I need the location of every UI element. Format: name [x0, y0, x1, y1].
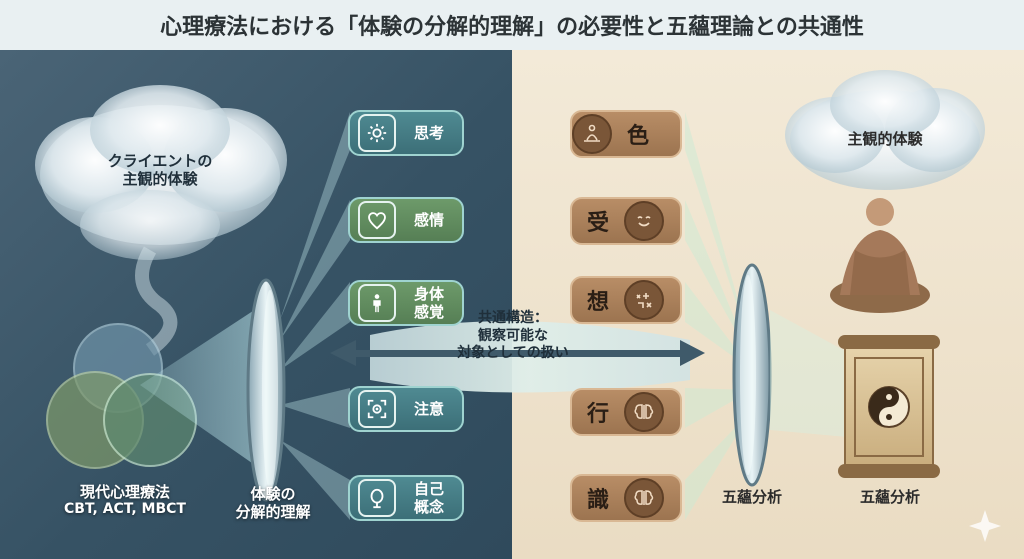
page-title: 心理療法における「体験の分解的理解」の必要性と五蘊理論との共通性	[160, 15, 864, 40]
component-box-emotion: 感情	[348, 197, 464, 243]
decomposition-lens-label: 体験の 分解的理解	[218, 485, 328, 521]
self-concept-label-line1: 自己	[413, 480, 444, 498]
form-char: 色	[626, 124, 649, 149]
subjective-experience-label: 主観的体験	[847, 130, 923, 148]
meditating-monk-figure	[830, 198, 930, 313]
meditation-icon	[572, 114, 612, 154]
focus-icon	[358, 390, 396, 428]
person-icon	[358, 284, 396, 322]
component-box-body-sensation: 身体 感覚	[348, 280, 464, 326]
scroll-label: 五蘊分析	[859, 488, 920, 506]
diagram-canvas	[35, 70, 1001, 542]
perception-char: 想	[586, 290, 609, 315]
gear-icon	[358, 114, 396, 152]
heart-icon	[358, 201, 396, 239]
component-box-attention: 注意	[348, 386, 464, 432]
aggregate-box-feeling: 受	[570, 197, 682, 245]
cloud-label-line2: 主観的体験	[122, 170, 198, 188]
aggregate-box-consciousness: 識	[570, 474, 682, 522]
feeling-char: 受	[586, 211, 609, 236]
common-structure-line3: 対象としての扱い	[457, 345, 569, 361]
emotion-label: 感情	[413, 211, 444, 229]
client-experience-cloud	[35, 85, 287, 356]
consciousness-char: 識	[586, 488, 609, 513]
venn-label-line1: 現代心理療法	[79, 483, 170, 501]
title-bar: 心理療法における「体験の分解的理解」の必要性と五蘊理論との共通性	[0, 0, 1024, 51]
lens-label-line1: 体験の	[250, 485, 296, 503]
common-structure-line1: 共通構造：	[478, 310, 548, 326]
venn-label-line2: CBT, ACT, MBCT	[64, 501, 186, 517]
light-beams-left	[280, 112, 350, 520]
mirror-icon	[358, 479, 396, 517]
client-experience-label: クライエントの 主観的体験	[90, 152, 230, 188]
attention-label: 注意	[413, 400, 444, 418]
venn-diagram	[46, 323, 197, 469]
symbols-icon	[624, 280, 664, 320]
common-structure-line2: 観察可能な	[478, 327, 548, 344]
right-lens	[732, 263, 772, 487]
right-lens-label: 五蘊分析	[721, 488, 782, 506]
bidirectional-arrow	[330, 340, 705, 366]
body-sensation-label-line1: 身体	[413, 285, 444, 303]
cloud-label-line1: クライエントの	[107, 152, 213, 170]
self-concept-label-line2: 概念	[413, 498, 444, 516]
common-structure-text: 共通構造： 観察可能な 対象としての扱い	[438, 310, 588, 363]
component-box-thought: 思考	[348, 110, 464, 156]
component-box-self-concept: 自己 概念	[348, 475, 464, 521]
brain-icon	[624, 392, 664, 432]
light-beam-input	[140, 305, 262, 470]
formation-char: 行	[586, 402, 609, 427]
body-sensation-label-line2: 感覚	[413, 303, 444, 321]
sparkle-icon	[969, 510, 1001, 542]
left-lens	[246, 278, 286, 502]
aggregate-box-formation: 行	[570, 388, 682, 436]
five-aggregates-scroll	[838, 335, 940, 478]
smile-icon	[624, 201, 664, 241]
subjective-experience-cloud	[785, 70, 985, 190]
brain-icon	[624, 478, 664, 518]
aggregate-box-form: 色	[570, 110, 682, 158]
thought-label: 思考	[413, 124, 444, 142]
lens-label-line2: 分解的理解	[235, 503, 311, 521]
modern-psychotherapy-label: 現代心理療法 CBT, ACT, MBCT	[50, 483, 200, 518]
aggregate-box-perception: 想	[570, 276, 682, 324]
